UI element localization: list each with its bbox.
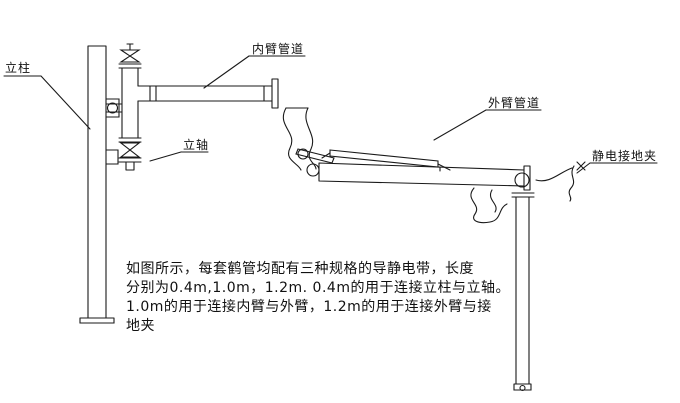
leader-inner-arm	[203, 55, 306, 89]
inner-outer-connector	[282, 107, 335, 177]
leader-ground-clamp	[576, 162, 658, 174]
leader-outer-arm	[433, 109, 542, 141]
riser-swivel-joints	[118, 43, 142, 171]
note-text-block: 如图所示，每套鹤管均配有三种规格的导静电带，长度 分别为0.4m,1.0m，1.…	[126, 260, 510, 336]
drop-pipe	[511, 172, 535, 392]
leader-vertical-shaft	[149, 151, 209, 162]
note-line-4: 地夹	[126, 318, 155, 334]
label-column: 立柱	[5, 61, 32, 75]
callout-leaders	[3, 55, 658, 174]
label-inner-arm: 内臂管道	[252, 42, 305, 56]
column-pillar	[79, 45, 123, 324]
leader-column	[3, 75, 91, 130]
label-vertical-shaft: 立轴	[183, 138, 210, 152]
inner-arm-pipe	[137, 78, 279, 109]
note-line-2: 分别为0.4m,1.0m，1.2m. 0.4m的用于连接立柱与立轴。	[126, 280, 510, 296]
hose-loop	[470, 187, 508, 224]
note-line-1: 如图所示，每套鹤管均配有三种规格的导静电带，长度	[126, 261, 474, 277]
label-ground-clamp: 静电接地夹	[592, 149, 658, 163]
note-line-3: 1.0m的用于连接内臂与外臂，1.2m的用于连接外臂与接	[126, 299, 492, 315]
label-outer-arm: 外臂管道	[488, 96, 541, 110]
outer-arm-pipe	[318, 149, 531, 191]
ground-clamp	[535, 161, 586, 202]
